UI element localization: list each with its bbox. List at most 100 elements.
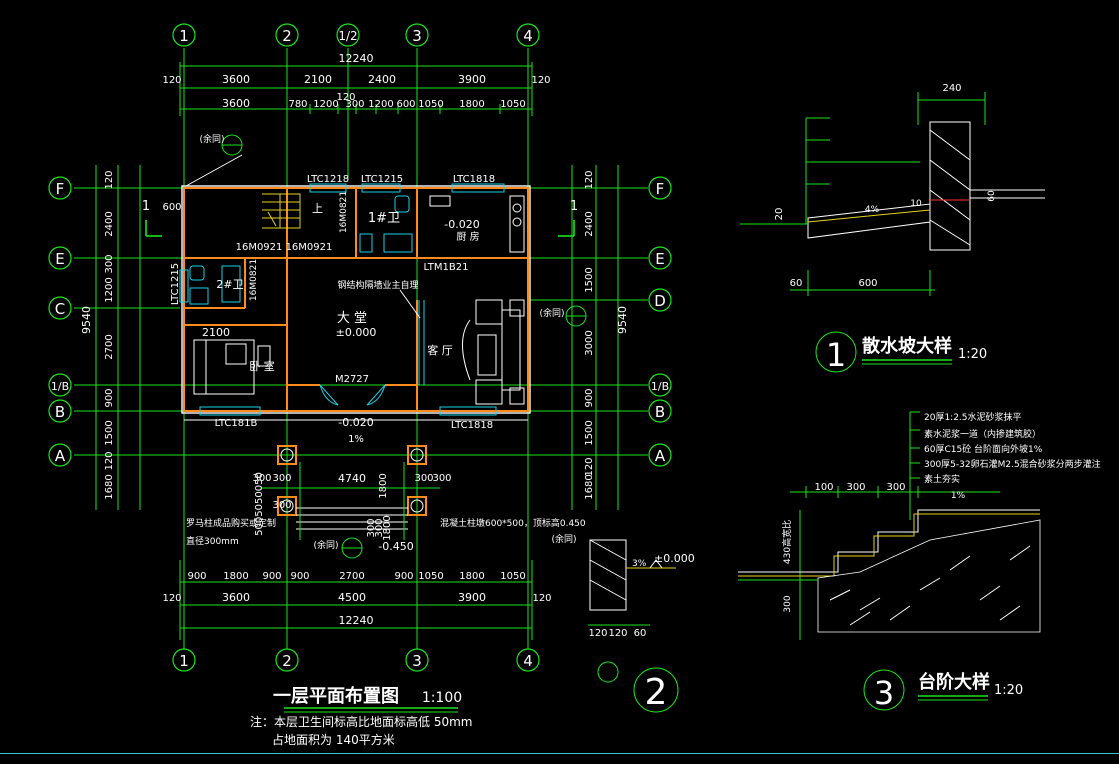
- axis-label-left: B: [55, 403, 65, 421]
- dim-text: 1200: [104, 277, 115, 302]
- axis-label-right: 1/B: [651, 380, 669, 393]
- bath2-fixtures: [189, 265, 241, 305]
- dim-text: 1500: [104, 420, 115, 445]
- axis-label-right: B: [655, 403, 665, 421]
- plan-note-1: 注：本层卫生间标高比地面标高低 50mm: [250, 714, 472, 729]
- axis-label-left: 1/B: [51, 380, 69, 393]
- detail1-leader-lines: [805, 117, 920, 224]
- walls: [181, 185, 531, 414]
- section-marker-right: 1: [558, 199, 578, 237]
- label-m0821-b: 16M0821: [249, 259, 259, 301]
- dim-text: 1800: [223, 571, 248, 582]
- axis-label-left: C: [55, 300, 65, 318]
- dim-text: 120: [104, 451, 115, 470]
- dim-text: 3000: [584, 330, 595, 355]
- column-diameter: 直径300mm: [186, 535, 239, 547]
- detail3-slope: 1%: [951, 491, 966, 501]
- dim-left-total: 9540: [80, 306, 93, 334]
- label-partition: 钢结构隔墙业主自理: [337, 279, 418, 291]
- detail2-dim: 60: [634, 628, 647, 639]
- dim-top-total: 12240: [339, 52, 374, 65]
- detail3-dim-lines: [790, 486, 1000, 640]
- dim-bottom-row1: 900 1800 900 900 2700 900 1050 1800 1050: [187, 571, 525, 582]
- dim-text: 1680: [584, 474, 595, 499]
- axis-label-right: A: [655, 447, 666, 465]
- dim-text: 300: [272, 500, 291, 511]
- detail1-dim: 10: [910, 199, 922, 209]
- detail3-dim: 430高宽比: [781, 520, 793, 564]
- windows: [179, 183, 505, 416]
- detail3-layer: 素土夯实: [924, 473, 960, 485]
- axis-label-left: A: [55, 447, 66, 465]
- status-bar: [0, 753, 1119, 764]
- dim-text: 2700: [339, 571, 364, 582]
- dim-text: 300: [374, 518, 385, 537]
- axis-label-left: E: [55, 250, 64, 268]
- dim-text: 120: [104, 170, 115, 189]
- dim-text: 120: [162, 75, 181, 86]
- dim-text: 1800: [382, 515, 393, 540]
- dim-text: 1050: [500, 571, 525, 582]
- dim-top-row1: 120 3600 2100 2400 3900 120: [162, 73, 550, 86]
- axis-label-top: 3: [412, 27, 422, 45]
- dim-text: 2400: [104, 211, 115, 236]
- section-mark-number: 1: [142, 199, 150, 214]
- level-porch: -0.020: [338, 416, 373, 429]
- detail-ref-see: (余同): [539, 307, 564, 319]
- axis-label-left: F: [56, 180, 65, 198]
- dim-right-values: 120 2400 1500 3000 900 1500 120 1680: [584, 170, 595, 499]
- axis-label-top: 1/2: [338, 29, 357, 43]
- detail3-leader-lines: [909, 411, 920, 520]
- detail3-title: 台阶大样: [918, 671, 990, 693]
- detail-2-wall-section: ±0.000 3% 120 120 60 2: [588, 539, 695, 713]
- dim-text: 900: [290, 571, 309, 582]
- label-m2727: M2727: [335, 374, 369, 385]
- plan-title: 一层平面布置图: [273, 685, 399, 707]
- dimension-lines-left: [95, 165, 141, 510]
- dim-text: 300: [366, 518, 377, 537]
- dimension-lines-right: [571, 165, 619, 510]
- dim-text: 1800: [378, 473, 389, 498]
- axis-label-bottom: 1: [179, 652, 189, 670]
- room-label-bedroom: 卧 室: [249, 359, 275, 373]
- dim-text: 3900: [458, 591, 486, 604]
- column-note: 罗马柱成品购买或定制: [186, 517, 276, 529]
- dim-right-total: 9540: [616, 306, 629, 334]
- detail1-dim: 20: [774, 208, 785, 221]
- plan-note-2: 占地面积为 140平方米: [272, 732, 395, 747]
- dim-text: 1200: [313, 99, 338, 110]
- axis-bubbles-right: F E D 1/B B A: [648, 176, 672, 467]
- detail3-number: 3: [874, 674, 894, 712]
- floor-plan: 1 2 1/2 3 4 1 2 3 4 F E C: [48, 23, 672, 747]
- dim-text: 3600: [222, 97, 250, 110]
- dim-text: 780: [288, 99, 307, 110]
- dim-text: 300: [104, 254, 115, 273]
- dim-bottom-total: 12240: [339, 614, 374, 627]
- dim-text: 1050: [500, 99, 525, 110]
- dim-text: 1050: [418, 571, 443, 582]
- axis-label-top: 1: [179, 27, 189, 45]
- dim-text: 3900: [458, 73, 486, 86]
- dim-text: 1500: [584, 267, 595, 292]
- stair: [262, 193, 301, 229]
- detail-ref-see: (余同): [199, 133, 224, 145]
- dim-text: 120: [532, 593, 551, 604]
- detail1-number: 1: [826, 336, 846, 374]
- sofa-set: [462, 299, 525, 405]
- detail2-level: ±0.000: [654, 552, 695, 565]
- dim-text: 3600: [222, 591, 250, 604]
- dim-text: 2100: [304, 73, 332, 86]
- label-ltc1215-left: LTC1215: [170, 263, 181, 305]
- plan-scale: 1:100: [422, 690, 462, 706]
- dim-text: 1800: [459, 99, 484, 110]
- dim-top-mid: 120: [336, 92, 355, 103]
- dim-porch-values: 300 300 4740 1800 300 300 300 300 300 18…: [252, 472, 451, 541]
- label-ltc1818: LTC1818: [453, 174, 495, 185]
- section-marker-left: 1: [142, 199, 162, 237]
- kitchen-fixtures: [429, 195, 525, 253]
- detail-1-apron: 240 20 4% 60 10 60 600 1 散水坡大样 1:20: [740, 83, 1045, 374]
- dim-text: 900: [584, 388, 595, 407]
- dim-text: 300: [272, 473, 291, 484]
- detail2-dim: 120: [608, 628, 627, 639]
